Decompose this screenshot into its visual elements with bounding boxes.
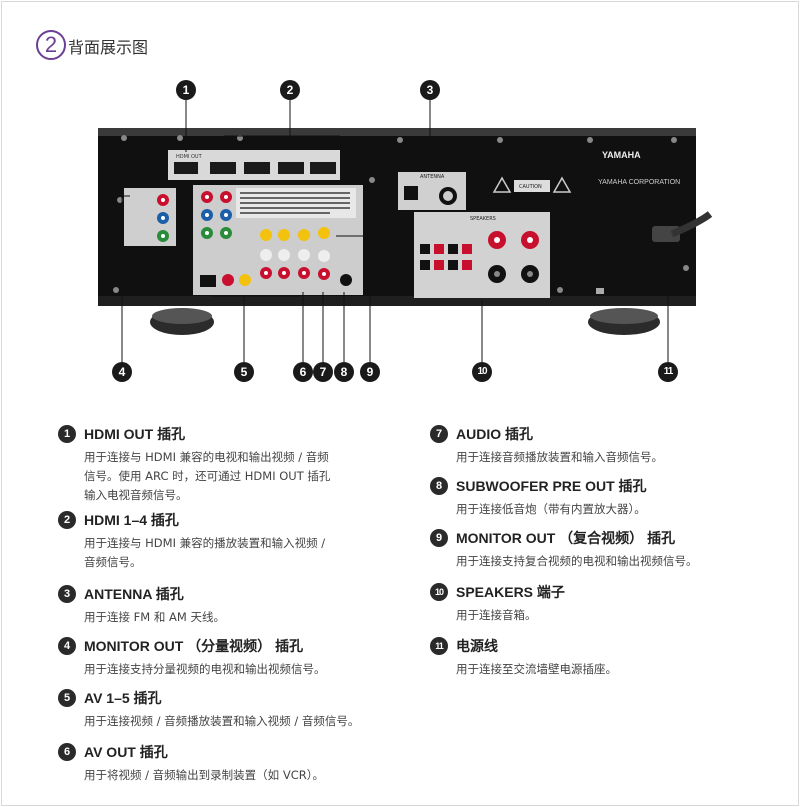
callout-5: 5 (234, 362, 254, 382)
item-number: 6 (58, 743, 76, 761)
item-speakers: 10 SPEAKERS 端子 用于连接音箱。 (430, 582, 770, 625)
item-title: AUDIO 插孔 (456, 426, 533, 442)
item-title: HDMI 1–4 插孔 (84, 512, 179, 528)
svg-text:SPEAKERS: SPEAKERS (470, 216, 496, 222)
item-power-cord: 11 电源线 用于连接至交流墙壁电源插座。 (430, 636, 770, 679)
svg-text:YAMAHA: YAMAHA (602, 150, 641, 160)
item-antenna: 3 ANTENNA 插孔 用于连接 FM 和 AM 天线。 (58, 584, 408, 627)
callout-9: 9 (360, 362, 380, 382)
item-description: 用于将视频 / 音频输出到录制装置（如 VCR）。 (84, 768, 324, 782)
item-subwoofer: 8 SUBWOOFER PRE OUT 插孔 用于连接低音炮（带有内置放大器）。 (430, 476, 770, 519)
item-audio: 7 AUDIO 插孔 用于连接音频播放装置和输入音频信号。 (430, 424, 770, 467)
item-description: 用于连接支持复合视频的电视和输出视频信号。 (456, 554, 698, 568)
item-av-in: 5 AV 1–5 插孔 用于连接视频 / 音频播放装置和输入视频 / 音频信号。 (58, 688, 408, 731)
callout-11: 11 (658, 362, 678, 382)
item-description: 用于连接 FM 和 AM 天线。 (84, 610, 225, 624)
callout-6: 6 (293, 362, 313, 382)
item-number: 10 (430, 583, 448, 601)
svg-text:YAMAHA CORPORATION: YAMAHA CORPORATION (598, 179, 680, 186)
item-title: HDMI OUT 插孔 (84, 426, 186, 442)
item-description: 用于连接视频 / 音频播放装置和输入视频 / 音频信号。 (84, 714, 360, 728)
item-title: SPEAKERS 端子 (456, 584, 565, 600)
item-av-out: 6 AV OUT 插孔 用于将视频 / 音频输出到录制装置（如 VCR）。 (58, 742, 408, 785)
section-header: 2 背面展示图 (36, 30, 148, 60)
callout-10: 10 (472, 362, 492, 382)
item-description: 用于连接与 HDMI 兼容的播放装置和输入视频 /音频信号。 (84, 536, 326, 569)
callout-1: 1 (176, 80, 196, 100)
item-title: MONITOR OUT （复合视频） 插孔 (456, 530, 676, 546)
item-monitor-out-composite: 9 MONITOR OUT （复合视频） 插孔 用于连接支持复合视频的电视和输出视… (430, 528, 770, 571)
item-number: 1 (58, 425, 76, 443)
item-title: AV OUT 插孔 (84, 744, 168, 760)
svg-text:HDMI OUT: HDMI OUT (176, 154, 203, 160)
item-number: 11 (430, 637, 448, 655)
item-number: 2 (58, 511, 76, 529)
svg-text:CAUTION: CAUTION (519, 184, 542, 190)
item-hdmi-out: 1 HDMI OUT 插孔 用于连接与 HDMI 兼容的电视和输出视频 / 音频信… (58, 424, 408, 505)
item-description: 用于连接与 HDMI 兼容的电视和输出视频 / 音频信号。使用 ARC 时，还可… (84, 450, 331, 502)
item-title: SUBWOOFER PRE OUT 插孔 (456, 478, 647, 494)
item-number: 9 (430, 529, 448, 547)
item-description: 用于连接至交流墙壁电源插座。 (456, 662, 617, 676)
item-hdmi-in: 2 HDMI 1–4 插孔 用于连接与 HDMI 兼容的播放装置和输入视频 /音频… (58, 510, 408, 572)
callout-3: 3 (420, 80, 440, 100)
item-number: 5 (58, 689, 76, 707)
item-description: 用于连接音箱。 (456, 608, 537, 622)
callout-4: 4 (112, 362, 132, 382)
svg-text:ANTENNA: ANTENNA (420, 174, 445, 180)
item-title: ANTENNA 插孔 (84, 586, 184, 602)
section-title: 背面展示图 (68, 38, 149, 57)
callout-8: 8 (334, 362, 354, 382)
section-number: 2 (36, 30, 66, 60)
item-number: 7 (430, 425, 448, 443)
item-title: 电源线 (456, 638, 498, 654)
item-number: 4 (58, 637, 76, 655)
item-monitor-out-component: 4 MONITOR OUT （分量视频） 插孔 用于连接支持分量视频的电视和输出视… (58, 636, 408, 679)
item-description: 用于连接支持分量视频的电视和输出视频信号。 (84, 662, 326, 676)
item-number: 3 (58, 585, 76, 603)
receiver-rear-panel: HDMI OUT ANTENNA CAUTION YAMAHA YAMAHA C… (98, 99, 713, 362)
item-description: 用于连接音频播放装置和输入音频信号。 (456, 450, 663, 464)
item-title: MONITOR OUT （分量视频） 插孔 (84, 638, 304, 654)
item-title: AV 1–5 插孔 (84, 690, 162, 706)
callout-2: 2 (280, 80, 300, 100)
item-description: 用于连接低音炮（带有内置放大器）。 (456, 502, 646, 516)
item-number: 8 (430, 477, 448, 495)
callout-7: 7 (313, 362, 333, 382)
